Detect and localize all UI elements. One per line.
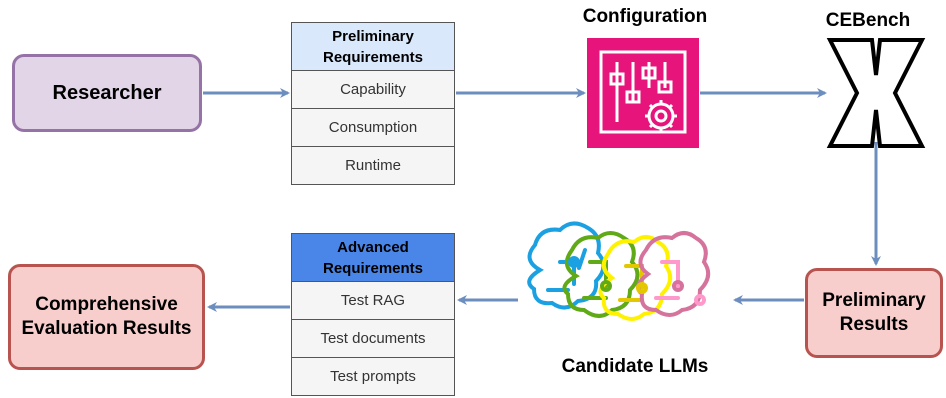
researcher-node: Researcher: [12, 54, 202, 132]
candidate-llms-label: Candidate LLMs: [561, 356, 709, 377]
requirement-row: Consumption: [292, 109, 454, 147]
requirement-row: Test prompts: [330, 368, 416, 385]
configuration-label: Configuration: [582, 6, 708, 27]
preliminary-results-label: Preliminary Results: [822, 290, 926, 335]
requirement-row: Test RAG: [292, 282, 454, 320]
brain-circuit-icon: [527, 221, 711, 321]
preliminary-requirements-header: Preliminary Requirements: [292, 23, 454, 71]
preliminary-results-node: Preliminary Results: [805, 268, 943, 358]
researcher-label: Researcher: [52, 81, 162, 104]
comprehensive-results-label: Comprehensive Evaluation Results: [21, 294, 192, 339]
configuration-box: [587, 38, 699, 148]
advanced-requirements-table: Advanced Requirements Test RAG Test docu…: [291, 233, 455, 396]
sliders-gear-icon: [599, 50, 687, 134]
cebench-label: CEBench: [825, 10, 911, 31]
advanced-requirements-header: Advanced Requirements: [292, 234, 454, 282]
x-logo-icon: [826, 38, 926, 148]
requirement-row: Runtime: [345, 157, 401, 174]
requirement-row: Capability: [292, 71, 454, 109]
comprehensive-results-node: Comprehensive Evaluation Results: [8, 264, 205, 370]
preliminary-requirements-table: Preliminary Requirements Capability Cons…: [291, 22, 455, 185]
requirement-row: Test documents: [292, 320, 454, 358]
